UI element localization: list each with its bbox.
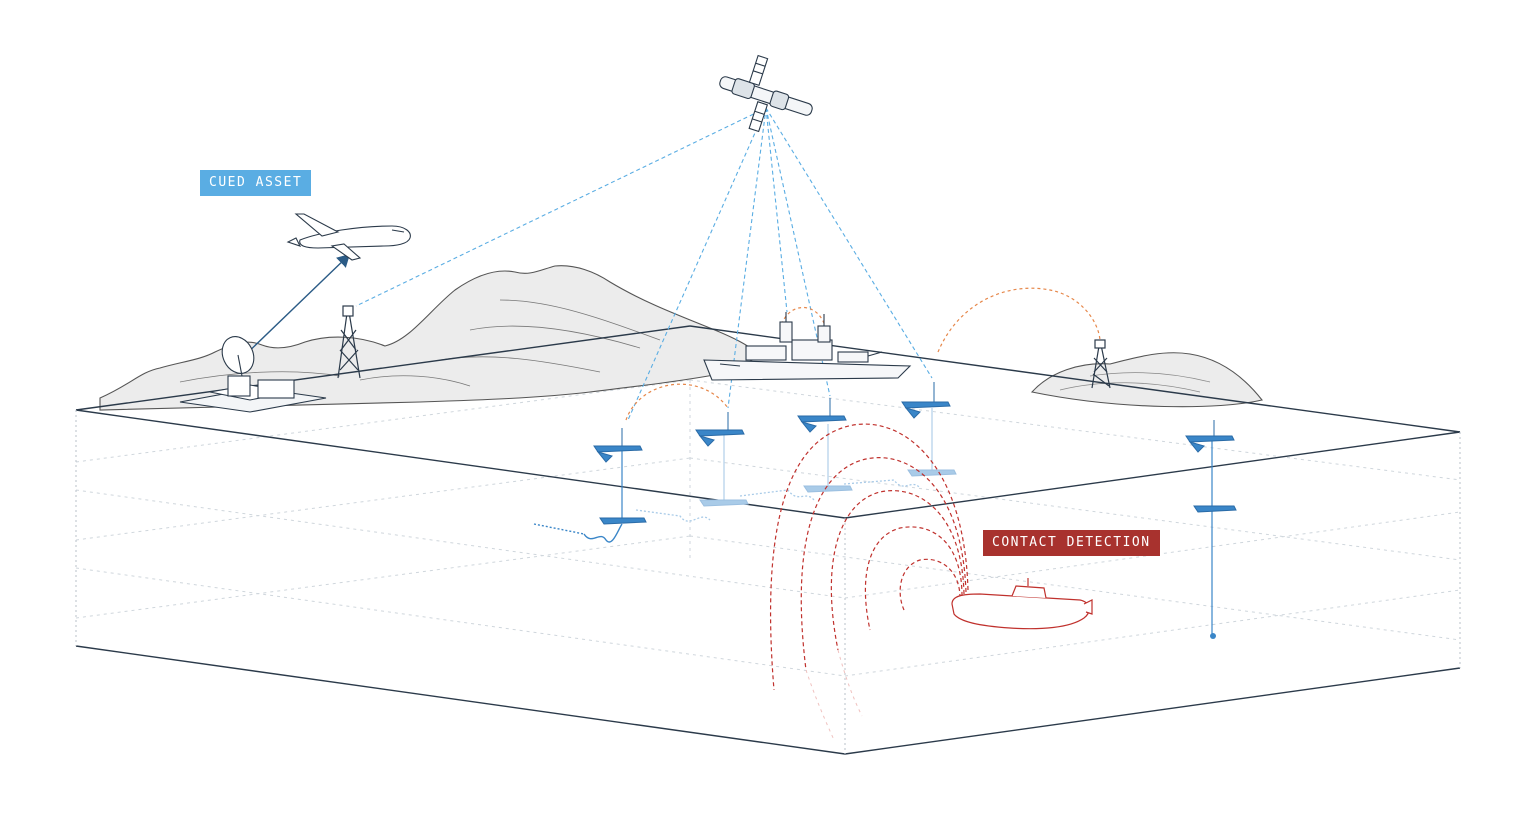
- radar-to-airplane-arrow: [239, 254, 351, 361]
- submarine-icon: [951, 578, 1093, 630]
- terrain-right-island-contours: [1059, 372, 1211, 393]
- cued-asset-label: CUED ASSET: [200, 170, 312, 196]
- radar-dish-icon: [179, 336, 327, 413]
- radio-tower-icon: [337, 305, 361, 379]
- terrain-left-island: [99, 265, 761, 411]
- sonar-waves: [769, 423, 969, 691]
- sonar-waves-far: [805, 649, 863, 741]
- ocean-block-interior: [75, 379, 1461, 677]
- surface-drone-icon: [695, 412, 745, 447]
- radio-tower-icon: [1091, 339, 1111, 389]
- surface-drone-icon: [901, 382, 951, 419]
- surface-drone-icon: [797, 398, 847, 433]
- satellite-icon: [719, 54, 813, 133]
- towed-arrays-faded: [635, 479, 921, 522]
- airplane-icon: [286, 213, 411, 261]
- subsurface-drone-faded-icon: [699, 469, 957, 507]
- surface-drone-icon: [593, 428, 643, 463]
- warship-icon: [703, 312, 912, 381]
- terrain-right-island: [1030, 352, 1263, 408]
- towed-arrays: [533, 523, 623, 543]
- subsurface-drone-icon: [599, 505, 1237, 525]
- contact-detection-label: CONTACT DETECTION: [983, 530, 1160, 556]
- sonar-buoy-icon: [1210, 633, 1216, 639]
- drone-tethers: [621, 436, 1213, 636]
- surface-drone-icon: [1185, 420, 1235, 453]
- ocean-block-edges: [75, 410, 1461, 754]
